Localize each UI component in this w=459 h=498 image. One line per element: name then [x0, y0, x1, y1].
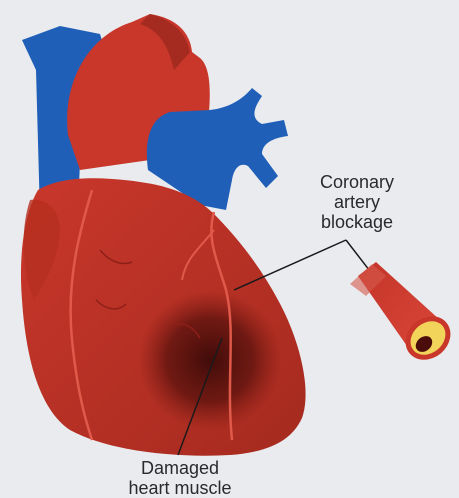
- damaged-muscle-label: Damaged heart muscle: [95, 458, 265, 498]
- label-line: blockage: [302, 212, 412, 232]
- label-line: artery: [302, 192, 412, 212]
- label-line: heart muscle: [95, 478, 265, 498]
- coronary-blockage-label: Coronary artery blockage: [302, 172, 412, 232]
- blocked-artery-cross-section: [350, 262, 459, 369]
- label-line: Coronary: [302, 172, 412, 192]
- label-line: Damaged: [95, 458, 265, 478]
- damaged-heart-muscle: [138, 290, 282, 430]
